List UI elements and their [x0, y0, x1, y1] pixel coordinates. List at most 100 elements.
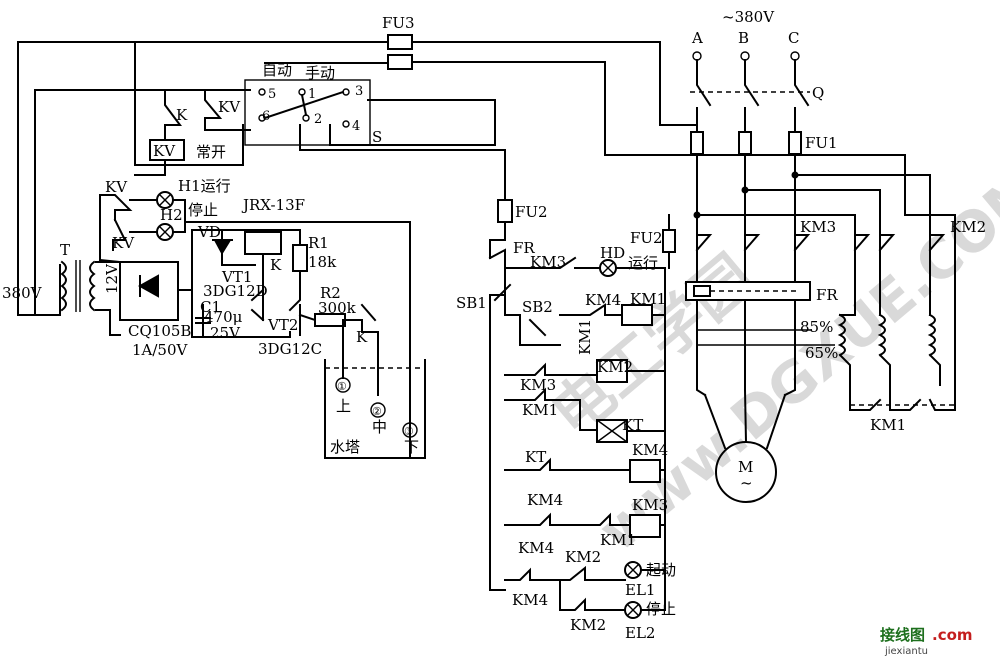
- stop-left-label: 停止: [188, 201, 218, 219]
- kv-h1-label: KV: [105, 178, 128, 196]
- km2-a-label: KM2: [565, 548, 601, 566]
- probe-2: ②: [372, 405, 382, 418]
- km1-b-label: KM1: [522, 401, 558, 419]
- fu1-label: FU1: [805, 134, 838, 152]
- tap85-label: 85%: [800, 318, 833, 336]
- r2-val-label: 300k: [318, 299, 357, 317]
- phase-b-label: B: [738, 29, 749, 47]
- pos3: 3: [355, 84, 363, 99]
- h1-run-label: H1运行: [178, 177, 231, 195]
- logo-main: 接线图: [880, 626, 925, 644]
- r2-label: R2: [320, 284, 341, 302]
- kv-top-label: KV: [218, 98, 241, 116]
- v12-label: 12V: [103, 263, 121, 294]
- pos2: 2: [314, 112, 322, 127]
- tap65-label: 65%: [805, 344, 838, 362]
- km2-coil-label: KM2: [597, 358, 633, 376]
- auto-label: 自动: [262, 61, 292, 79]
- v380-left-label: 380V: [2, 284, 43, 302]
- km1-c-label: KM1: [600, 531, 636, 549]
- pos5: 5: [268, 87, 276, 102]
- pos6: 6: [262, 109, 270, 124]
- kt-coil-label: KT: [622, 416, 643, 434]
- top-bus: [17, 41, 956, 386]
- fuse-fu3: FU3: [382, 14, 415, 70]
- motor-label: M: [738, 458, 753, 476]
- vt1-label: VT1: [221, 268, 252, 286]
- vt1-type-label: 3DG12D: [203, 282, 268, 300]
- phase-a-label: A: [691, 29, 703, 47]
- logo-suffix: .com: [932, 626, 973, 644]
- c1-label: C1: [200, 298, 221, 316]
- hd-label: HD: [600, 244, 625, 262]
- kv-h2-label: KV: [112, 234, 135, 252]
- el2-label: EL2: [625, 624, 655, 642]
- sb2-label: SB2: [522, 298, 553, 316]
- fr-top-label: FR: [513, 239, 535, 257]
- v380-label: ~380V: [722, 8, 775, 26]
- k-top-label: K: [176, 106, 188, 124]
- c1-volt-label: 25V: [210, 324, 241, 342]
- k-kv-contacts: K KV KV 常开: [134, 89, 251, 176]
- kv-coil-label: KV: [153, 142, 176, 160]
- fr-right-label: FR: [816, 286, 838, 304]
- tower-label: 水塔: [330, 438, 360, 456]
- phase-c-label: C: [788, 29, 799, 47]
- cq-rating-label: 1A/50V: [132, 341, 189, 359]
- water-tower: ① 上 ② 中 ③ 下 水塔: [324, 359, 426, 459]
- bridge-rectifier: CQ105B 1A/50V: [109, 229, 291, 359]
- control-circuit: FU2 FR SB1 KM3 HD 运行 SB2 KM4 KM1 KM1 KM3…: [456, 199, 676, 642]
- km4-a-label: KM4: [585, 291, 621, 309]
- km4-d-label: KM4: [512, 591, 548, 609]
- km2-b-label: KM2: [570, 616, 606, 634]
- km4-b-label: KM4: [527, 491, 563, 509]
- pos1: 1: [308, 87, 316, 102]
- t-label: T: [60, 241, 70, 259]
- vt2-label: VT2: [267, 316, 298, 334]
- el1-label: EL1: [625, 581, 655, 599]
- fu2-top-label: FU2: [515, 203, 548, 221]
- km3-a-label: KM3: [520, 376, 556, 394]
- r1-val-label: 18k: [308, 253, 337, 271]
- probe-2-text: 中: [372, 418, 387, 436]
- logo-sub: jiexiantu: [884, 646, 928, 657]
- probe-1: ①: [337, 380, 347, 393]
- cq-label: CQ105B: [128, 322, 191, 340]
- sb1-label: SB1: [456, 294, 487, 312]
- c1-val-label: 470μ: [204, 308, 243, 326]
- km3-main-label: KM3: [800, 218, 836, 236]
- kt-contact-label: KT: [525, 448, 546, 466]
- km4-coil-label: KM4: [632, 441, 668, 459]
- probe-3-text: 下: [404, 438, 419, 456]
- jrx-label: JRX-13F: [241, 196, 305, 214]
- relay-board: JRX-13F VD K R1 18k VT1 3DG12D C1 470μ 2…: [195, 196, 379, 396]
- fu3-label: FU3: [382, 14, 415, 32]
- manual-label: 手动: [305, 64, 335, 82]
- normally-open-label: 常开: [196, 143, 226, 161]
- probe-3: ③: [404, 425, 414, 438]
- s-label: S: [372, 128, 382, 146]
- km3-hd-label: KM3: [530, 253, 566, 271]
- run-right-label: 运行: [628, 254, 658, 272]
- motor-ac-label: ~: [740, 474, 753, 492]
- fu2-right-label: FU2: [630, 229, 663, 247]
- site-logo: 接线图 .com jiexiantu: [880, 626, 973, 657]
- vd-label: VD: [197, 223, 221, 241]
- k-probe-label: K: [356, 328, 368, 346]
- km1-v-label: KM1: [576, 319, 594, 355]
- r1-label: R1: [308, 234, 329, 252]
- transformer-t: T 380V 12V: [2, 241, 121, 321]
- h2-label: H2: [160, 206, 183, 224]
- vt2-type-label: 3DG12C: [258, 340, 322, 358]
- selector-switch-s: 自动 手动 5 1 3 6 2 4 S: [244, 61, 382, 146]
- probe-1-text: 上: [336, 397, 351, 415]
- km1-main-label: KM1: [870, 416, 906, 434]
- km1-coil-label: KM1: [630, 290, 666, 308]
- pos4: 4: [352, 119, 360, 134]
- km3-coil-label: KM3: [632, 496, 668, 514]
- km2-main-label: KM2: [950, 218, 986, 236]
- power-circuit: ~380V A B C Q FU1 FU2 KM3: [630, 8, 986, 503]
- k-relay-label: K: [270, 256, 282, 274]
- km4-c-label: KM4: [518, 539, 554, 557]
